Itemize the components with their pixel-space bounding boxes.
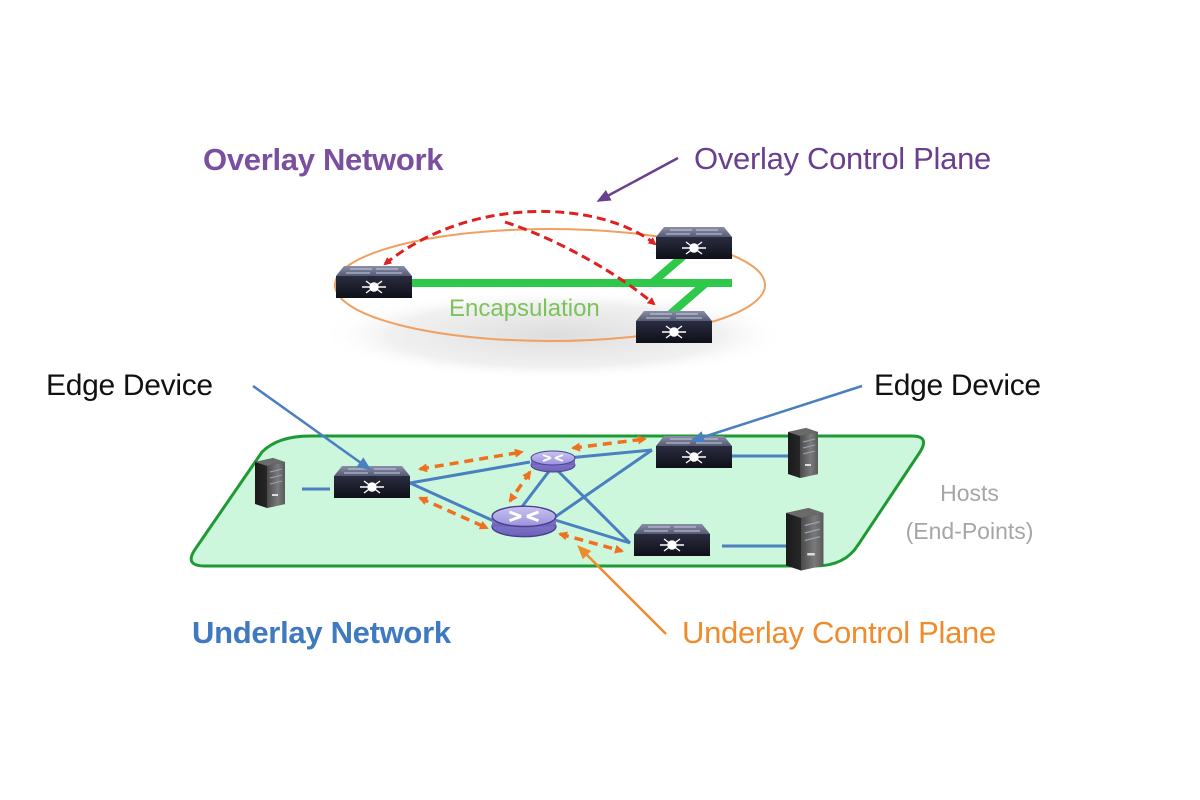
host-left xyxy=(254,457,286,509)
underlay-control-plane-label: Underlay Control Plane xyxy=(682,615,996,650)
overlay-control-arrow-2 xyxy=(504,220,656,306)
edge-device-label-right: Edge Device xyxy=(874,369,1041,402)
router-bottom xyxy=(490,504,558,539)
underlay-control-arrows xyxy=(418,435,647,554)
overlay-control-callout-arrow xyxy=(596,156,679,202)
overlay-control-plane-label: Overlay Control Plane xyxy=(694,141,991,176)
underlay-arrow-5 xyxy=(558,531,624,554)
underlay-control-callout-arrow xyxy=(577,545,667,635)
hosts-label-line2: (End-Points) xyxy=(905,518,1034,544)
edge-switch-bottom-right xyxy=(633,523,711,557)
encapsulation-label: Encapsulation xyxy=(449,295,600,322)
overlay-switch-left xyxy=(335,265,413,299)
host-top-right xyxy=(787,427,819,479)
router-top xyxy=(530,450,576,473)
host-bottom-right xyxy=(785,507,825,572)
overlay-control-arrow-1 xyxy=(383,210,657,266)
edge-switch-left xyxy=(333,465,411,499)
overlay-switch-top-right xyxy=(655,226,733,260)
underlay-arrow-2 xyxy=(418,496,489,530)
overlay-ring xyxy=(334,228,766,342)
hosts-label-line1: Hosts xyxy=(940,480,999,506)
overlay-network-title: Overlay Network xyxy=(203,142,444,177)
underlay-arrow-3 xyxy=(508,470,532,503)
underlay-network-title: Underlay Network xyxy=(192,615,451,650)
underlay-arrow-1 xyxy=(418,448,524,473)
hosts-label: Hosts (End-Points) xyxy=(897,474,1042,550)
edge-right-callout-arrow xyxy=(690,384,863,443)
edge-switch-top-right xyxy=(655,435,733,469)
overlay-switch-bottom-right xyxy=(635,310,713,344)
edge-left-callout-arrow xyxy=(252,384,372,471)
edge-device-label-left: Edge Device xyxy=(46,369,213,402)
underlay-arrow-4 xyxy=(571,435,647,452)
